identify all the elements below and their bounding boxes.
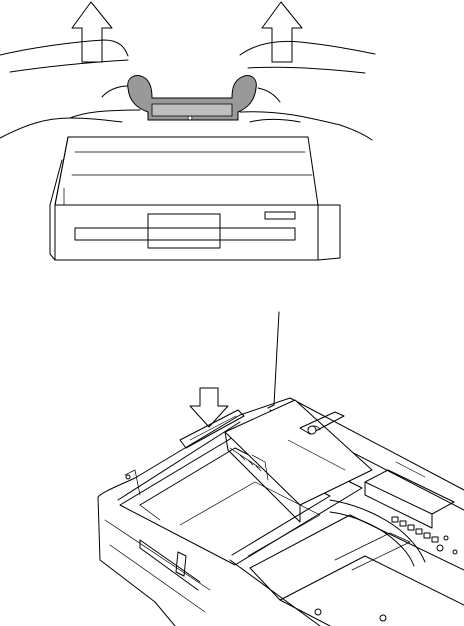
down-arrow: [190, 388, 228, 427]
palm-rest: [250, 515, 464, 626]
front-slot: [140, 540, 200, 590]
up-arrow-right: [262, 2, 302, 62]
left-hand: [0, 40, 140, 138]
floppy-drive-body: [50, 137, 340, 260]
laptop-lid: [268, 312, 279, 408]
ribbon-cable: [330, 500, 425, 566]
up-arrow-left: [72, 2, 112, 62]
floppy-removal-figure: [0, 2, 375, 260]
drive-handle: [128, 76, 257, 120]
connector-pins: [392, 517, 457, 554]
eject-button: [265, 212, 295, 219]
right-hand: [240, 41, 375, 140]
floppy-insertion-figure: [98, 312, 464, 626]
